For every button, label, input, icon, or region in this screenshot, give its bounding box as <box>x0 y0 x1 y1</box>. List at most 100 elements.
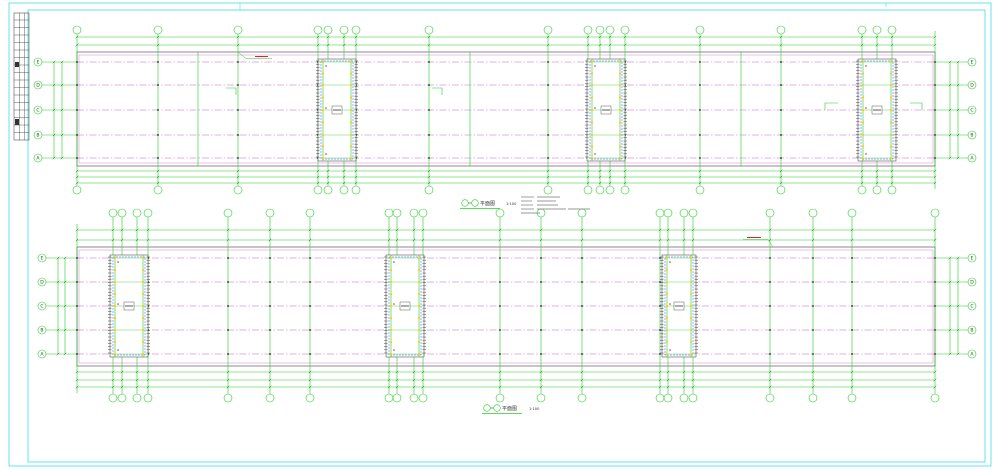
plan-2-column-mark <box>499 257 501 259</box>
plan-1-core-1-anchor-dot <box>321 60 325 64</box>
plan-1-core-2-anchor-dot <box>590 72 594 75</box>
plan-2-column-bubble-top <box>265 208 275 218</box>
plan-2-core-3-red-mark <box>669 303 671 305</box>
plan-2-column-mark <box>769 305 771 307</box>
plan-2-column-mark <box>499 305 501 307</box>
plan-2-column-mark <box>659 305 661 307</box>
plan-2-column-mark <box>227 305 229 307</box>
plan-2-column-bubble-bottom <box>305 393 315 403</box>
plan-1-column-mark <box>547 157 549 159</box>
plan-2-core-2-red-mark <box>393 303 395 305</box>
plan-1-column-bubble-top <box>543 25 553 35</box>
plan-1-column-mark <box>76 84 78 86</box>
plan-2-column-bubble-top <box>765 208 775 218</box>
plan-2-core-1-red-mark <box>117 261 119 263</box>
annotation-leader-line <box>237 51 272 59</box>
plan-2-column-mark <box>769 353 771 355</box>
plan-1-row-bubble-right-label: B <box>970 133 973 139</box>
plan-1-core-3-anchor-dot <box>861 60 865 64</box>
plan-2-row-bubble-right-label: D <box>970 280 974 286</box>
plan-2-core-3-anchor-dot <box>689 280 693 284</box>
plan-2-core-2-anchor-dot <box>389 328 393 332</box>
plan-1-core-2-anchor-dot <box>618 133 622 137</box>
plan-1-core-2-anchor-dot <box>590 83 594 87</box>
plan-2-core-3-anchor-dot <box>665 340 669 344</box>
plan-1-column-mark <box>780 134 782 136</box>
plan-1-column-mark <box>157 134 159 136</box>
plan-1-column-bubble-bottom <box>153 185 163 195</box>
plan-2-building-outline <box>76 246 936 367</box>
plan-2-column-mark <box>812 353 814 355</box>
plan-2-column-bubble-bottom <box>223 393 233 403</box>
plan-2-column-mark <box>227 329 229 331</box>
plan-2-column-bubble-top <box>305 208 315 218</box>
plan-1-column-bubble-top <box>695 25 705 35</box>
plan-2-core-1-anchor-dot <box>113 328 117 332</box>
plan-1-row-bubble-left <box>33 80 43 90</box>
plan-2-column-bubble-bottom <box>808 393 818 403</box>
plan-2-column-mark <box>934 305 936 307</box>
plan-2-column-bubble-bottom <box>117 393 127 403</box>
plan-2-column-bubble-bottom <box>847 393 857 403</box>
plan-1-core-2-anchor-dot <box>618 96 622 99</box>
plan-1-column-bubble-bottom <box>595 185 605 195</box>
plan-2-core-3-anchor-dot <box>689 328 693 332</box>
plan-2-core-2-anchor-dot <box>389 256 393 260</box>
plan-2-column-mark <box>851 305 853 307</box>
plan-2-column-mark <box>812 281 814 283</box>
plan-1-core-2-anchor-dot <box>618 60 622 64</box>
plan-2-row-bubble-left-label: D <box>40 280 44 286</box>
plan-2-core-3-anchor-dot <box>689 316 693 320</box>
plan-2-core-3-anchor-dot <box>689 256 693 260</box>
plan-1-row-bubble-left <box>33 130 43 140</box>
plan-2-core-2-anchor-dot <box>389 340 393 344</box>
plan-1-level-mark <box>910 102 923 110</box>
plan-1-row-bubble-right <box>967 80 977 90</box>
plan-2-column-bubble-top <box>688 208 698 218</box>
plan-1-column-bubble-bottom <box>776 185 786 195</box>
plan-1-column-mark <box>237 134 239 136</box>
plan-2-core-2-anchor-dot <box>389 304 393 308</box>
plan-2-core-3-anchor-dot <box>689 268 693 272</box>
plan-1-row-bubble-left-label: E <box>37 60 40 66</box>
plan-1-column-bubble-bottom <box>313 185 323 195</box>
plan-2-column-bubble-top <box>577 208 587 218</box>
plan-2-core-1-anchor-dot <box>141 340 145 344</box>
plan-2-core-2-anchor-dot <box>417 256 421 260</box>
title-strip-filled-cell <box>15 119 19 125</box>
title-strip <box>13 12 30 141</box>
plan-2-row-bubble-right-label: E <box>971 256 974 262</box>
plan-2-core-3-anchor-dot <box>689 304 693 308</box>
plan-2-row-bubble-left-label: E <box>41 256 44 262</box>
plan-2-column-mark <box>812 305 814 307</box>
plan-2-column-mark <box>659 257 661 259</box>
plan-2-column-mark <box>227 257 229 259</box>
plan-2-column-bubble-top <box>663 208 673 218</box>
plan-2-core-1-anchor-dot <box>141 316 145 320</box>
plan-2-core-3-anchor-dot <box>665 292 669 296</box>
plan-1-column-mark <box>547 61 549 63</box>
plan-2-column-mark <box>540 329 542 331</box>
plan-1-column-bubble-bottom <box>695 185 705 195</box>
plan-1-title-axis-bubble <box>461 199 469 207</box>
plan-2-row-bubble-right <box>967 325 977 335</box>
plan-1-core-3-anchor-dot <box>889 96 893 99</box>
plan-2-core-1-anchor-dot <box>113 304 117 308</box>
plan-1-core-2-anchor-dot <box>590 108 594 112</box>
plan-1-column-bubble-bottom <box>543 185 553 195</box>
plan-2-column-bubble-top <box>409 208 419 218</box>
plan-1-core-1-anchor-dot <box>321 96 325 99</box>
plan-2-title: 平面图 1:100 <box>482 404 540 414</box>
plan-1-column-bubble-top <box>424 25 434 35</box>
plan-2-column-bubble-bottom <box>536 393 546 403</box>
plan-2-column-bubble-bottom <box>108 393 118 403</box>
plan-2-core-2-anchor-dot <box>417 268 421 272</box>
plan-2-column-mark <box>499 281 501 283</box>
plan-2-slab-edge <box>78 249 934 364</box>
plan-1-column-bubble-bottom <box>887 185 897 195</box>
plan-2-core-3-anchor-dot <box>689 340 693 344</box>
plan-1-core-3-anchor-dot <box>861 133 865 137</box>
title-strip-box <box>13 12 30 141</box>
plan-2-column-mark <box>934 257 936 259</box>
plan-2-core-1-red-mark <box>117 303 119 305</box>
